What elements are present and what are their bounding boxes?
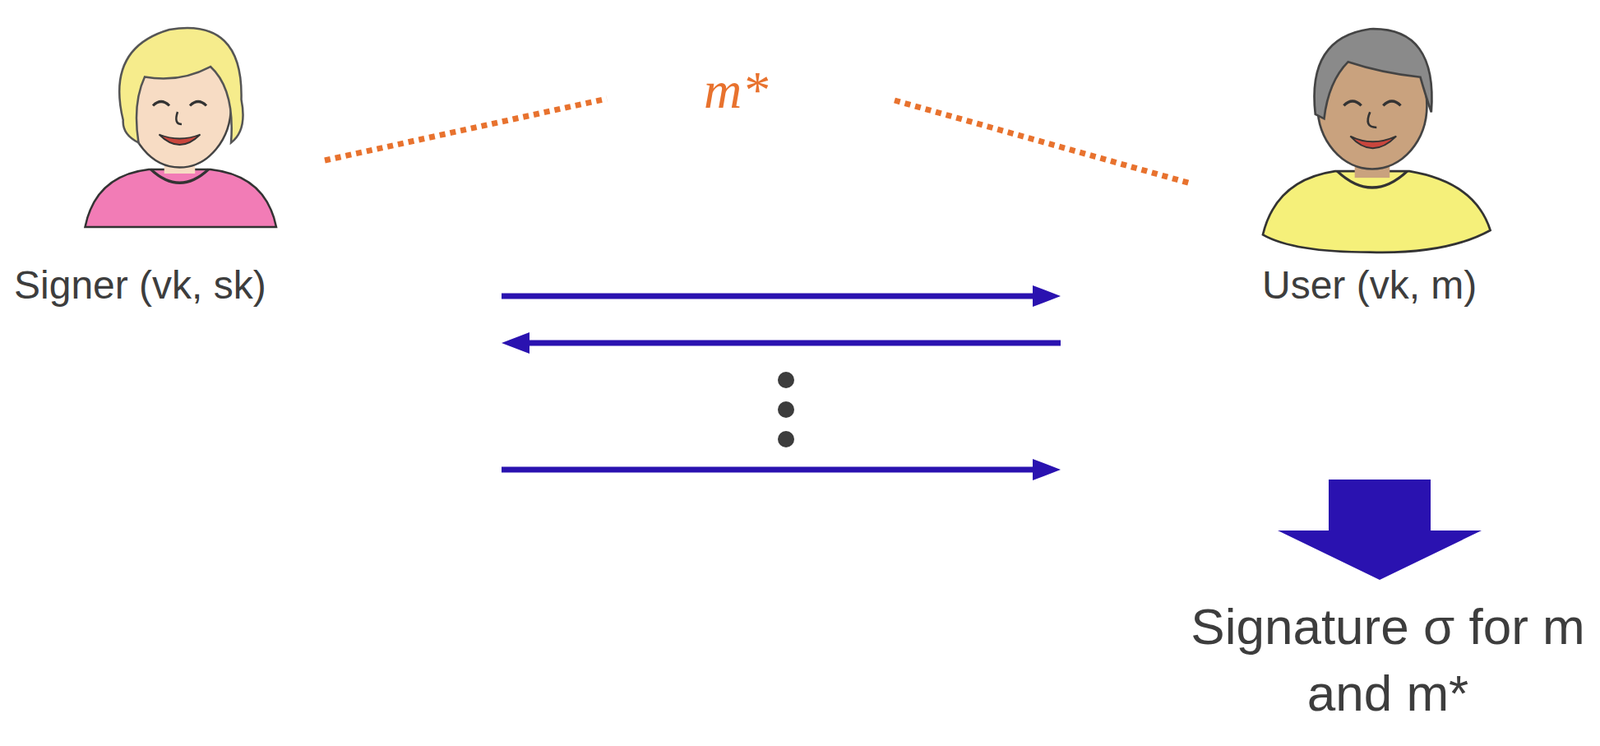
signature-label: Signature σ for m and m*	[1183, 593, 1592, 727]
message-arrow	[517, 340, 1061, 347]
user-figure-part	[1343, 101, 1361, 106]
signer-figure-part	[119, 27, 243, 143]
user-figure-part	[1382, 101, 1401, 106]
user-figure	[1262, 28, 1491, 253]
signer-figure-part	[189, 101, 207, 107]
signer-figure-part	[175, 111, 182, 125]
ellipsis-dot	[777, 371, 795, 389]
signer-party: Signer (vk, sk)	[0, 0, 502, 329]
message-label: m*	[703, 59, 768, 123]
party-label: Signer (vk, sk)	[13, 261, 267, 310]
output-arrow	[1277, 479, 1482, 580]
dotted-link	[894, 100, 1191, 184]
user-figure-part	[1368, 111, 1378, 128]
user-figure-part	[1350, 136, 1397, 149]
signer-figure-part	[152, 101, 170, 107]
signer-figure	[85, 27, 278, 227]
edge-group	[501, 295, 1061, 470]
user-party: User (vk, m)	[1060, 0, 1600, 329]
dotted-link	[324, 98, 607, 161]
signer-figure-part	[159, 134, 201, 146]
ellipsis-dot	[777, 401, 795, 418]
user-figure-part	[1314, 28, 1433, 119]
message-arrow	[501, 293, 1045, 300]
signer-figure-part	[85, 169, 278, 227]
ellipsis-dot	[777, 430, 795, 448]
message-arrow	[501, 467, 1045, 473]
party-label: User (vk, m)	[1262, 261, 1477, 310]
user-figure-part	[1262, 171, 1491, 253]
